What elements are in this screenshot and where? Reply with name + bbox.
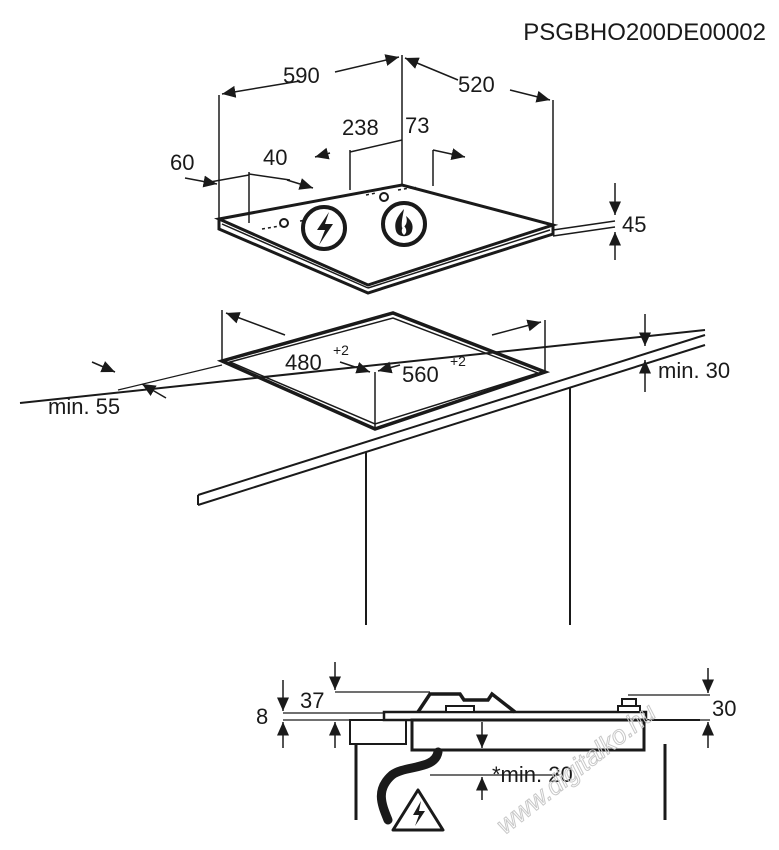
flame-icon [381,201,427,247]
dim-depth-520: 520 [458,72,495,97]
dim-height-45: 45 [622,212,646,237]
dim-37: 37 [300,688,324,713]
dim-8: 8 [256,704,268,729]
worktop-cutout [19,310,706,625]
dim-width-590: 590 [283,63,320,88]
cutout-width-560: 560 [402,362,439,387]
dim-73: 73 [405,113,429,138]
cutout-depth-tolerance: +2 [333,342,349,358]
dim-60: 60 [170,150,194,175]
lightning-icon [301,205,347,251]
hob-front-edge [217,219,555,295]
electric-warning-icon [391,788,445,832]
min-below-20: *min. 20 [492,762,573,787]
dim-40: 40 [263,145,287,170]
cutout-depth-480: 480 [285,350,322,375]
hob-top-view [184,54,621,295]
dim-238: 238 [342,115,379,140]
cutout-width-tolerance: +2 [450,353,466,369]
min-back-30: min. 30 [658,358,730,383]
side-section-view [277,662,714,825]
min-front-55: min. 55 [48,394,120,419]
dim-30: 30 [712,696,736,721]
document-code: PSGBHO200DE00002 [523,19,766,46]
